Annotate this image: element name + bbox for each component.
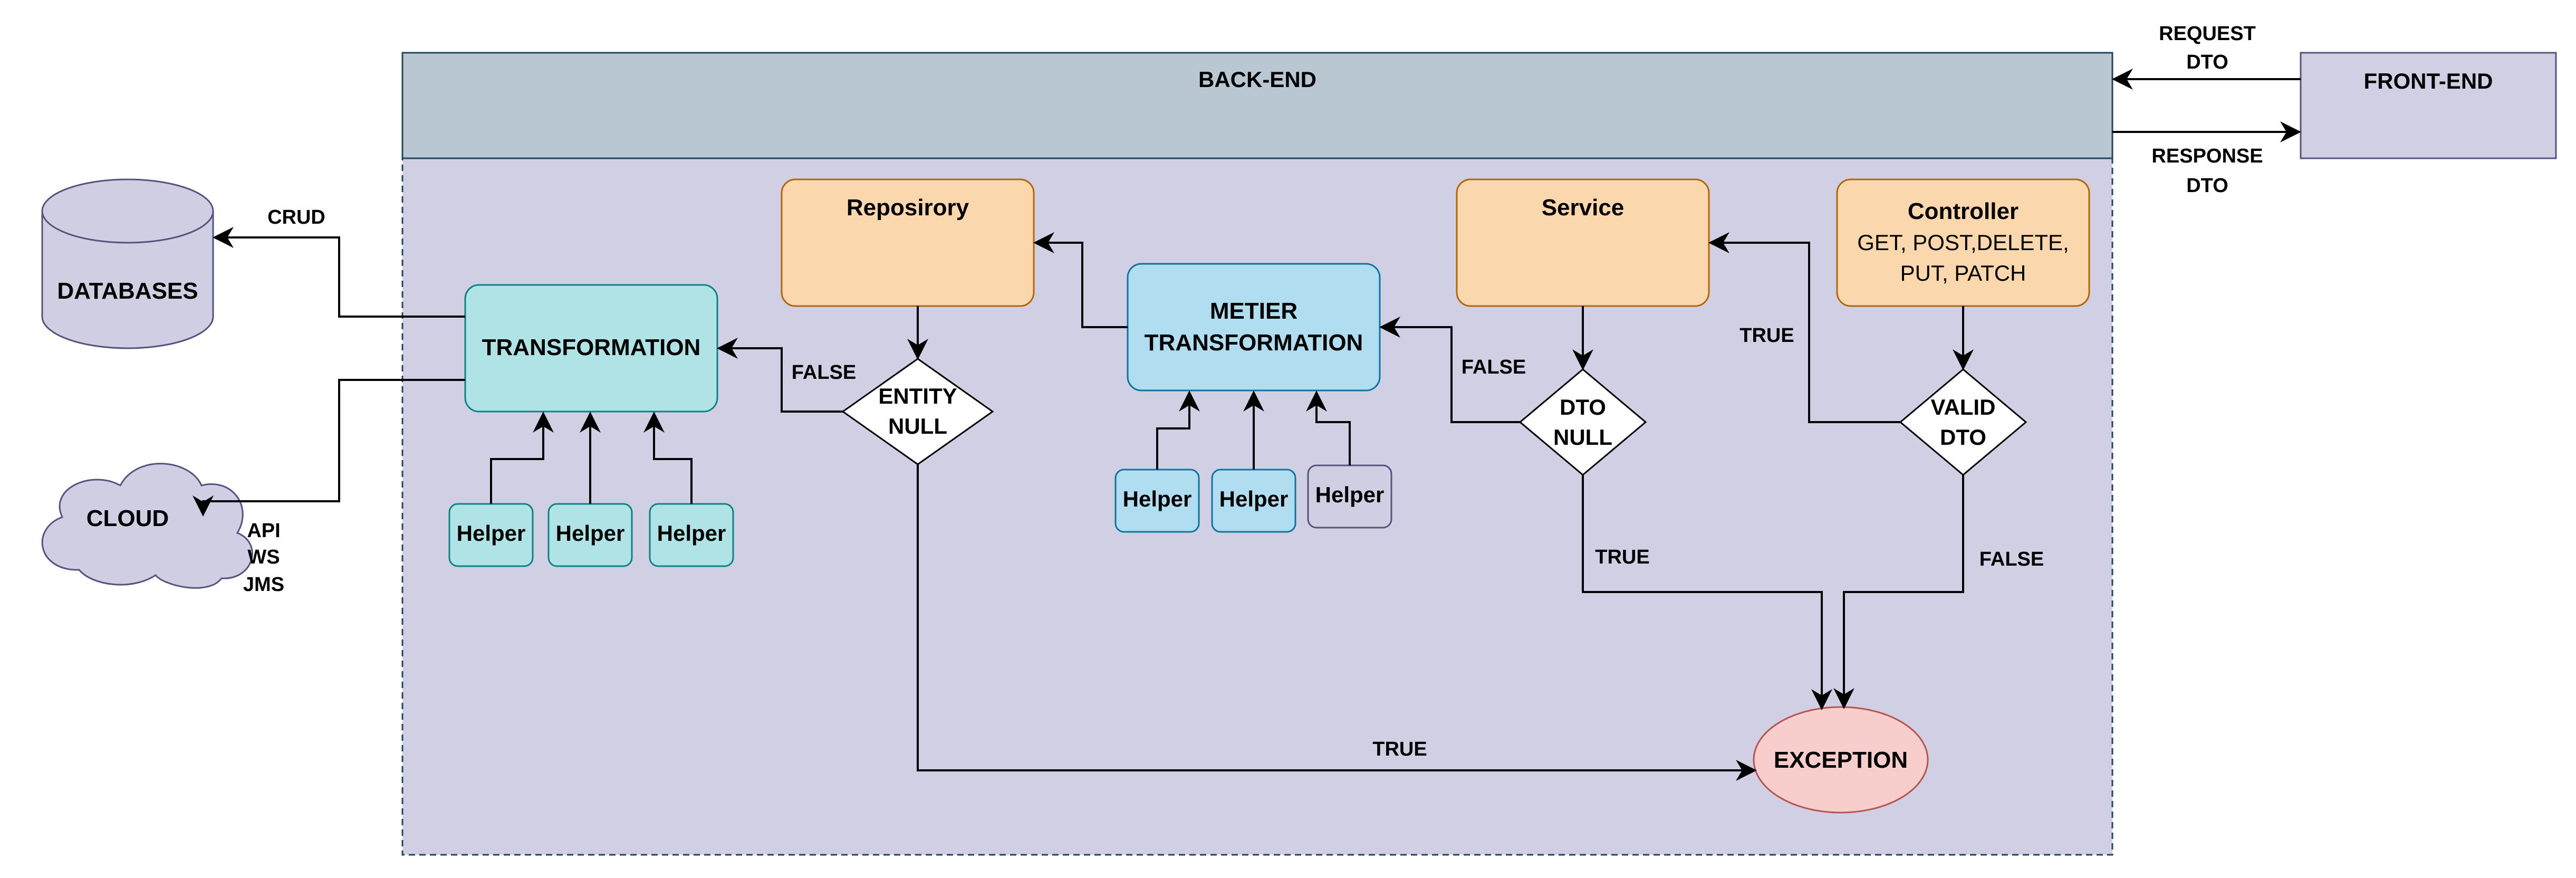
edge-label-jms: JMS (243, 574, 284, 596)
valid-dto-label-1: VALID (1931, 395, 1996, 419)
edge-entitynull-transformation (717, 338, 843, 413)
entity-null-label-1: ENTITY (878, 384, 957, 408)
backend-header (401, 52, 2113, 159)
response-label-1: RESPONSE (2151, 145, 2263, 167)
databases-cylinder (41, 211, 214, 349)
helper-label: Helper (457, 521, 526, 546)
edge-label-true: TRUE (1595, 546, 1649, 568)
request-label-1: REQUEST (2159, 23, 2256, 45)
edge-label-false: FALSE (1462, 356, 1526, 378)
controller-methods-1: GET, POST,DELETE, (1857, 230, 2069, 255)
edge-helper-metier (1306, 390, 1351, 465)
cloud-shape (41, 463, 253, 589)
helper-label: Helper (1315, 482, 1385, 507)
controller-methods-2: PUT, PATCH (1900, 261, 2026, 285)
metier-transformation-box (1127, 263, 1381, 392)
transformation-title: TRANSFORMATION (482, 335, 701, 360)
edge-validdto-exception (1833, 475, 1964, 709)
exception-title: EXCEPTION (1774, 747, 1908, 773)
response-label-2: DTO (2186, 175, 2228, 197)
metier-title-1: METIER (1210, 298, 1297, 324)
service-title: Service (1542, 195, 1625, 221)
repository-title: Reposirory (847, 195, 969, 221)
edge-label-api: API (247, 520, 280, 542)
databases-title: DATABASES (57, 278, 198, 304)
valid-dto-label-2: DTO (1940, 425, 1986, 450)
backend-title: BACK-END (1198, 67, 1316, 92)
edge-transformation-cloud (193, 379, 465, 517)
databases-cylinder-top (41, 178, 214, 244)
edge-helper-metier (1156, 390, 1200, 470)
edge-helper-transformation (490, 412, 554, 504)
helper-label: Helper (1219, 486, 1289, 511)
edge-metier-repository (1033, 232, 1128, 328)
dto-null-label-2: NULL (1553, 425, 1612, 450)
edge-helper-transformation (643, 412, 693, 504)
helper-label: Helper (1123, 486, 1192, 511)
dto-null-label-1: DTO (1560, 395, 1606, 419)
request-label-2: DTO (2186, 51, 2228, 73)
edge-label-ws: WS (247, 546, 280, 568)
metier-title-2: TRANSFORMATION (1145, 330, 1363, 356)
helper-label: Helper (556, 521, 625, 546)
edge-label-true: TRUE (1739, 325, 1794, 347)
controller-title: Controller (1908, 198, 2018, 224)
cloud-title: CLOUD (86, 505, 169, 531)
frontend-title: FRONT-END (2364, 69, 2493, 93)
edge-dtonull-metier (1379, 317, 1520, 423)
edge-label-false: FALSE (792, 361, 856, 384)
edge-validdto-service (1708, 232, 1900, 423)
edge-label-crud: CRUD (267, 206, 325, 228)
helper-label: Helper (657, 521, 726, 546)
entity-null-label-2: NULL (888, 414, 947, 438)
edge-entitynull-exception (917, 464, 1757, 781)
edge-label-true: TRUE (1372, 738, 1427, 760)
edge-dtonull-exception (1582, 475, 1832, 710)
frontend-box (2300, 52, 2557, 159)
edge-transformation-databases (213, 227, 465, 318)
edge-label-false: FALSE (1979, 548, 2044, 570)
